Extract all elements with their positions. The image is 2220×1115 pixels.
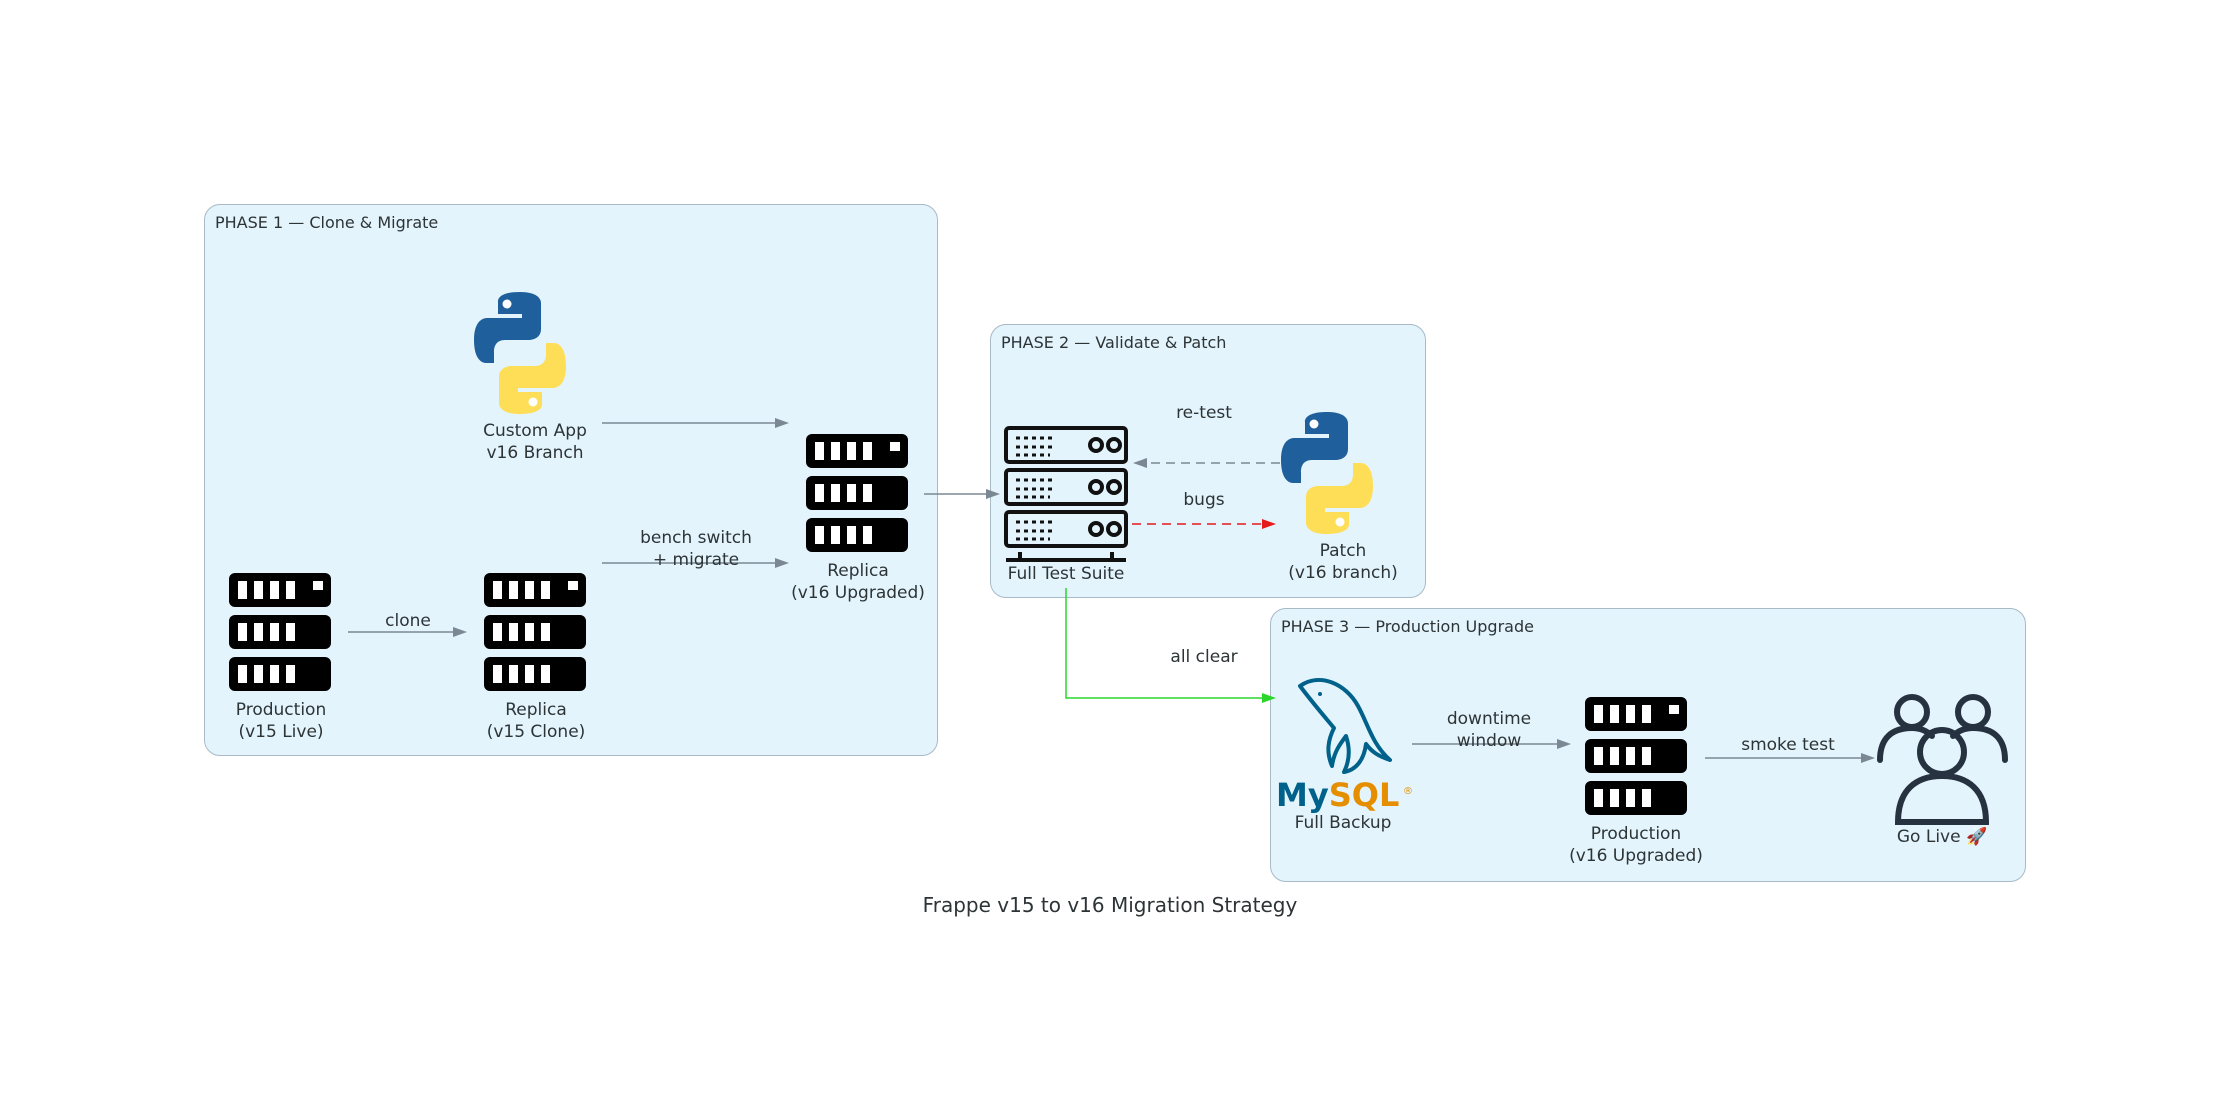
node-label-line: Custom App (483, 421, 587, 441)
node-label-custom-app: Custom App v16 Branch (483, 420, 587, 464)
edge-label-clone: clone (385, 611, 431, 631)
edge-all-clear (1065, 588, 1276, 703)
python-logo-icon (474, 292, 566, 414)
diagram-title: Frappe v15 to v16 Migration Strategy (922, 893, 1298, 917)
edge-label-line: bench switch (640, 528, 752, 548)
node-label-line: v16 Branch (486, 443, 584, 463)
node-label-full-backup: Full Backup (1295, 812, 1392, 834)
node-label-line: (v16 branch) (1288, 563, 1398, 583)
server-rack-icon (1585, 697, 1687, 815)
edge-clone (348, 627, 467, 637)
node-label-go-live: Go Live 🚀 (1897, 826, 1987, 848)
node-label-line: (v15 Clone) (486, 722, 586, 742)
node-label-line: Production (1590, 824, 1682, 844)
edge-label-line: window (1456, 731, 1522, 751)
node-label-line: Full Test Suite (1007, 564, 1125, 584)
node-label-replica-v15: Replica (v15 Clone) (487, 699, 586, 743)
cluster-phase-3-label: PHASE 3 — Production Upgrade (1281, 617, 1534, 636)
users-icon (1877, 694, 2008, 825)
server-rack-icon (806, 434, 908, 552)
edge-re-test (1133, 458, 1280, 468)
node-label-line: Full Backup (1294, 813, 1392, 833)
node-label-line: Replica (505, 700, 567, 720)
edge-label-bugs: bugs (1183, 490, 1225, 510)
edge-label-all-clear: all clear (1170, 647, 1238, 667)
python-logo-icon (1281, 412, 1373, 534)
edge-label-line: + migrate (652, 550, 740, 570)
edge-custom-app (602, 418, 789, 428)
cluster-phase-1-label: PHASE 1 — Clone & Migrate (215, 213, 439, 232)
node-label-prod-v16: Production (v16 Upgraded) (1569, 823, 1703, 867)
node-label-prod-v15: Production (v15 Live) (236, 699, 326, 743)
node-label-line: (v15 Live) (238, 722, 324, 742)
cluster-phase-2-label: PHASE 2 — Validate & Patch (1001, 333, 1227, 352)
server-rack-icon (229, 573, 331, 691)
edge-downtime (1412, 739, 1571, 749)
edge-label-line: downtime (1446, 709, 1532, 729)
edge-label-bench-switch: bench switch + migrate (640, 527, 752, 571)
edge-smoke-test (1705, 753, 1875, 763)
mysql-logo-icon: MySQL ® (1276, 678, 1413, 814)
svg-text:®: ® (1403, 786, 1413, 797)
node-label-patch: Patch (v16 branch) (1288, 540, 1397, 584)
node-label-test-suite: Full Test Suite (1008, 563, 1125, 585)
edge-label-smoke-test: smoke test (1741, 735, 1835, 755)
node-label-line: Patch (1319, 541, 1367, 561)
node-label-line: Production (235, 700, 327, 720)
edge-label-downtime: downtime window (1447, 708, 1531, 752)
edge-label-re-test: re-test (1176, 403, 1232, 423)
node-label-line: (v16 Upgraded) (1569, 846, 1703, 866)
server-outline-icon (1004, 426, 1128, 562)
server-rack-icon (484, 573, 586, 691)
node-label-line: Go Live 🚀 (1896, 827, 1988, 847)
edge-replica-to-test (924, 489, 1000, 499)
edge-bugs (1132, 519, 1276, 529)
node-label-line: Replica (827, 561, 889, 581)
svg-text:MySQL: MySQL (1276, 776, 1399, 814)
node-label-line: (v16 Upgraded) (791, 583, 925, 603)
edge-bench-switch (602, 558, 789, 568)
node-label-replica-v16: Replica (v16 Upgraded) (791, 560, 925, 604)
